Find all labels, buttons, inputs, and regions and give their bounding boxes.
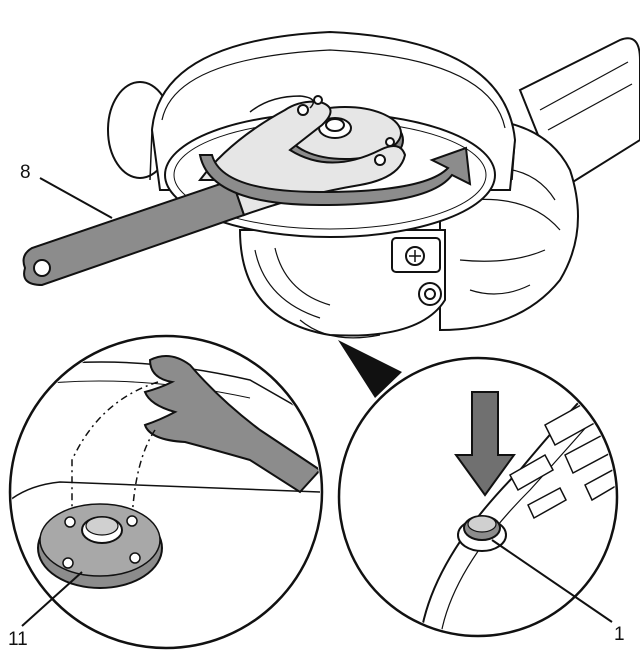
- spindle-lock-button: [457, 515, 507, 552]
- leader-8: [39, 177, 113, 219]
- leader-1: [491, 539, 613, 623]
- curved-arrow-icon: [198, 146, 472, 207]
- leader-11: [21, 571, 83, 627]
- wrench-head: [143, 355, 320, 494]
- callout-1: 1: [614, 624, 625, 645]
- leader-lines: [21, 177, 613, 627]
- flange: [37, 503, 163, 589]
- detail-spindle-lock: [337, 356, 619, 638]
- callout-8: 8: [20, 162, 31, 183]
- main-view: [22, 30, 640, 398]
- gear-head: [238, 229, 446, 339]
- detail-flange-wrench: [8, 334, 324, 650]
- view-pointer: [338, 340, 402, 398]
- callout-11: 11: [8, 629, 28, 650]
- down-arrow-icon: [454, 391, 516, 497]
